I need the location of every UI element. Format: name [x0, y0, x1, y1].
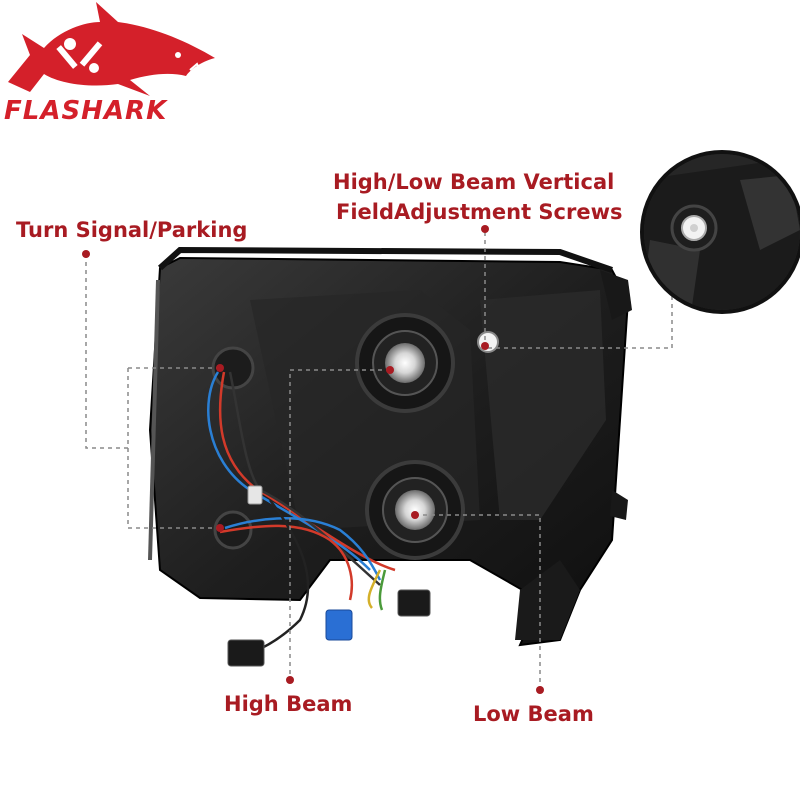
low-beam-label: Low Beam — [473, 702, 594, 726]
zoom-inset — [640, 150, 800, 314]
connector-high — [227, 639, 265, 667]
adjustment-label-line2: FieldAdjustment Screws — [336, 200, 623, 224]
low-beam-bulb — [395, 490, 435, 530]
high-beam-bulb — [385, 343, 425, 383]
adjustment-label-line1: High/Low Beam Vertical — [333, 170, 615, 194]
shark-logo-icon — [8, 2, 215, 96]
brand-wordmark: FLASHARK — [4, 96, 168, 126]
high-beam-label: High Beam — [224, 692, 353, 716]
connector-low — [397, 589, 431, 617]
turn-signal-label: Turn Signal/Parking — [16, 218, 248, 242]
adjustment-screw — [477, 331, 499, 353]
connector-blue — [325, 609, 353, 641]
